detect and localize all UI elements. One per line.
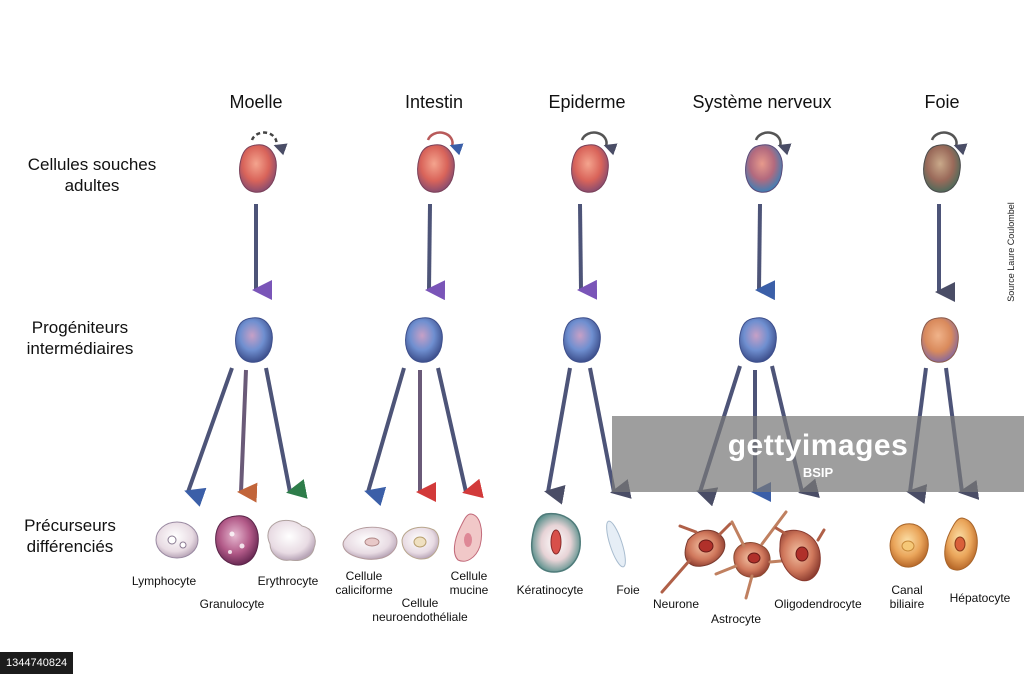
stem-cell-epiderme bbox=[571, 144, 609, 193]
source-credit: Source Laure Coulombel bbox=[1006, 202, 1016, 302]
arrow-intestin-caliciforme bbox=[364, 367, 406, 507]
label-hepatocyte: Hépatocyte bbox=[950, 591, 1011, 605]
stem-to-progenitor-arrows bbox=[252, 203, 955, 302]
erythrocyte-cell bbox=[267, 519, 316, 561]
row-label-stem-1: Cellules souches bbox=[28, 155, 157, 174]
label-astrocyte: Astrocyte bbox=[711, 612, 761, 626]
label-neuroendotheliale-line2: neuroendothéliale bbox=[372, 610, 468, 624]
stem-cells bbox=[239, 144, 961, 193]
label-neurone: Neurone bbox=[653, 597, 699, 611]
watermark-logo: gettyimages bbox=[727, 428, 909, 462]
self-renewal-loops bbox=[250, 131, 968, 156]
label-erythrocyte: Erythrocyte bbox=[258, 574, 319, 588]
label-keratinocyte: Kératinocyte bbox=[517, 583, 584, 597]
loop-arrow-epiderme bbox=[580, 131, 618, 156]
granulocyte-cell bbox=[215, 515, 259, 566]
label-granulocyte: Granulocyte bbox=[200, 597, 265, 611]
watermark-banner: gettyimages BSIP bbox=[612, 416, 1024, 492]
arrow-intestin-mucine bbox=[436, 367, 484, 499]
stem-cell-intestin bbox=[417, 144, 455, 193]
label-caliciforme-line1: Cellule bbox=[346, 569, 383, 583]
foie-epiderme-cell bbox=[606, 520, 626, 568]
row-label-precursor-2: différenciés bbox=[27, 537, 114, 556]
column-title-moelle: Moelle bbox=[229, 92, 282, 112]
progenitor-cell-epiderme bbox=[563, 317, 601, 363]
arrow-epiderme-foie bbox=[588, 367, 632, 499]
label-caliciforme-line2: caliciforme bbox=[335, 583, 393, 597]
lymphocyte-cell bbox=[155, 521, 199, 559]
row-label-stem-2: adultes bbox=[65, 176, 120, 195]
label-oligodendrocyte: Oligodendrocyte bbox=[774, 597, 862, 611]
column-title-foie: Foie bbox=[924, 92, 959, 112]
loop-arrow-moelle bbox=[250, 131, 288, 156]
stem-cell-foie bbox=[923, 144, 961, 193]
precursor-cells bbox=[155, 510, 978, 600]
progenitor-cell-foie bbox=[921, 317, 959, 363]
arrow-stem-prog-intestin bbox=[425, 203, 446, 301]
label-neuroendotheliale-line1: Cellule bbox=[402, 596, 439, 610]
label-canal-biliaire-line1: Canal bbox=[891, 583, 922, 597]
progenitor-cell-intestin bbox=[405, 317, 443, 363]
loop-arrow-systeme-nerveux bbox=[754, 131, 792, 156]
row-label-precursor-1: Précurseurs bbox=[24, 516, 116, 535]
loop-arrow-intestin bbox=[426, 131, 464, 156]
arrow-moelle-erythrocyte bbox=[264, 367, 308, 499]
label-mucine-line2: mucine bbox=[450, 583, 489, 597]
column-title-intestin: Intestin bbox=[405, 92, 463, 112]
watermark-credit: BSIP bbox=[802, 464, 834, 480]
image-id-badge: 1344740824 bbox=[0, 652, 74, 674]
row-label-progenitor-1: Progéniteurs bbox=[32, 318, 128, 337]
progenitor-cell-systeme-nerveux bbox=[739, 317, 777, 363]
arrow-stem-prog-systeme-nerveux bbox=[755, 203, 776, 301]
column-title-epiderme: Epiderme bbox=[548, 92, 625, 112]
loop-arrow-foie bbox=[930, 131, 968, 156]
progenitor-cells bbox=[235, 317, 959, 363]
stem-cell-moelle bbox=[239, 144, 277, 193]
arrow-moelle-lymphocyte bbox=[184, 367, 234, 507]
row-label-progenitor-2: intermédiaires bbox=[27, 339, 134, 358]
arrow-moelle-granulocyte bbox=[237, 369, 258, 503]
arrow-epiderme-keratinocyte bbox=[544, 367, 572, 505]
label-mucine-line1: Cellule bbox=[451, 569, 488, 583]
column-title-systeme-nerveux: Système nerveux bbox=[692, 92, 831, 112]
label-lymphocyte: Lymphocyte bbox=[132, 574, 197, 588]
progenitor-cell-moelle bbox=[235, 317, 273, 363]
arrow-stem-prog-epiderme bbox=[577, 203, 598, 300]
stem-cell-systeme-nerveux bbox=[745, 144, 783, 193]
label-foie-epiderme: Foie bbox=[616, 583, 640, 597]
label-canal-biliaire-line2: biliaire bbox=[890, 597, 925, 611]
